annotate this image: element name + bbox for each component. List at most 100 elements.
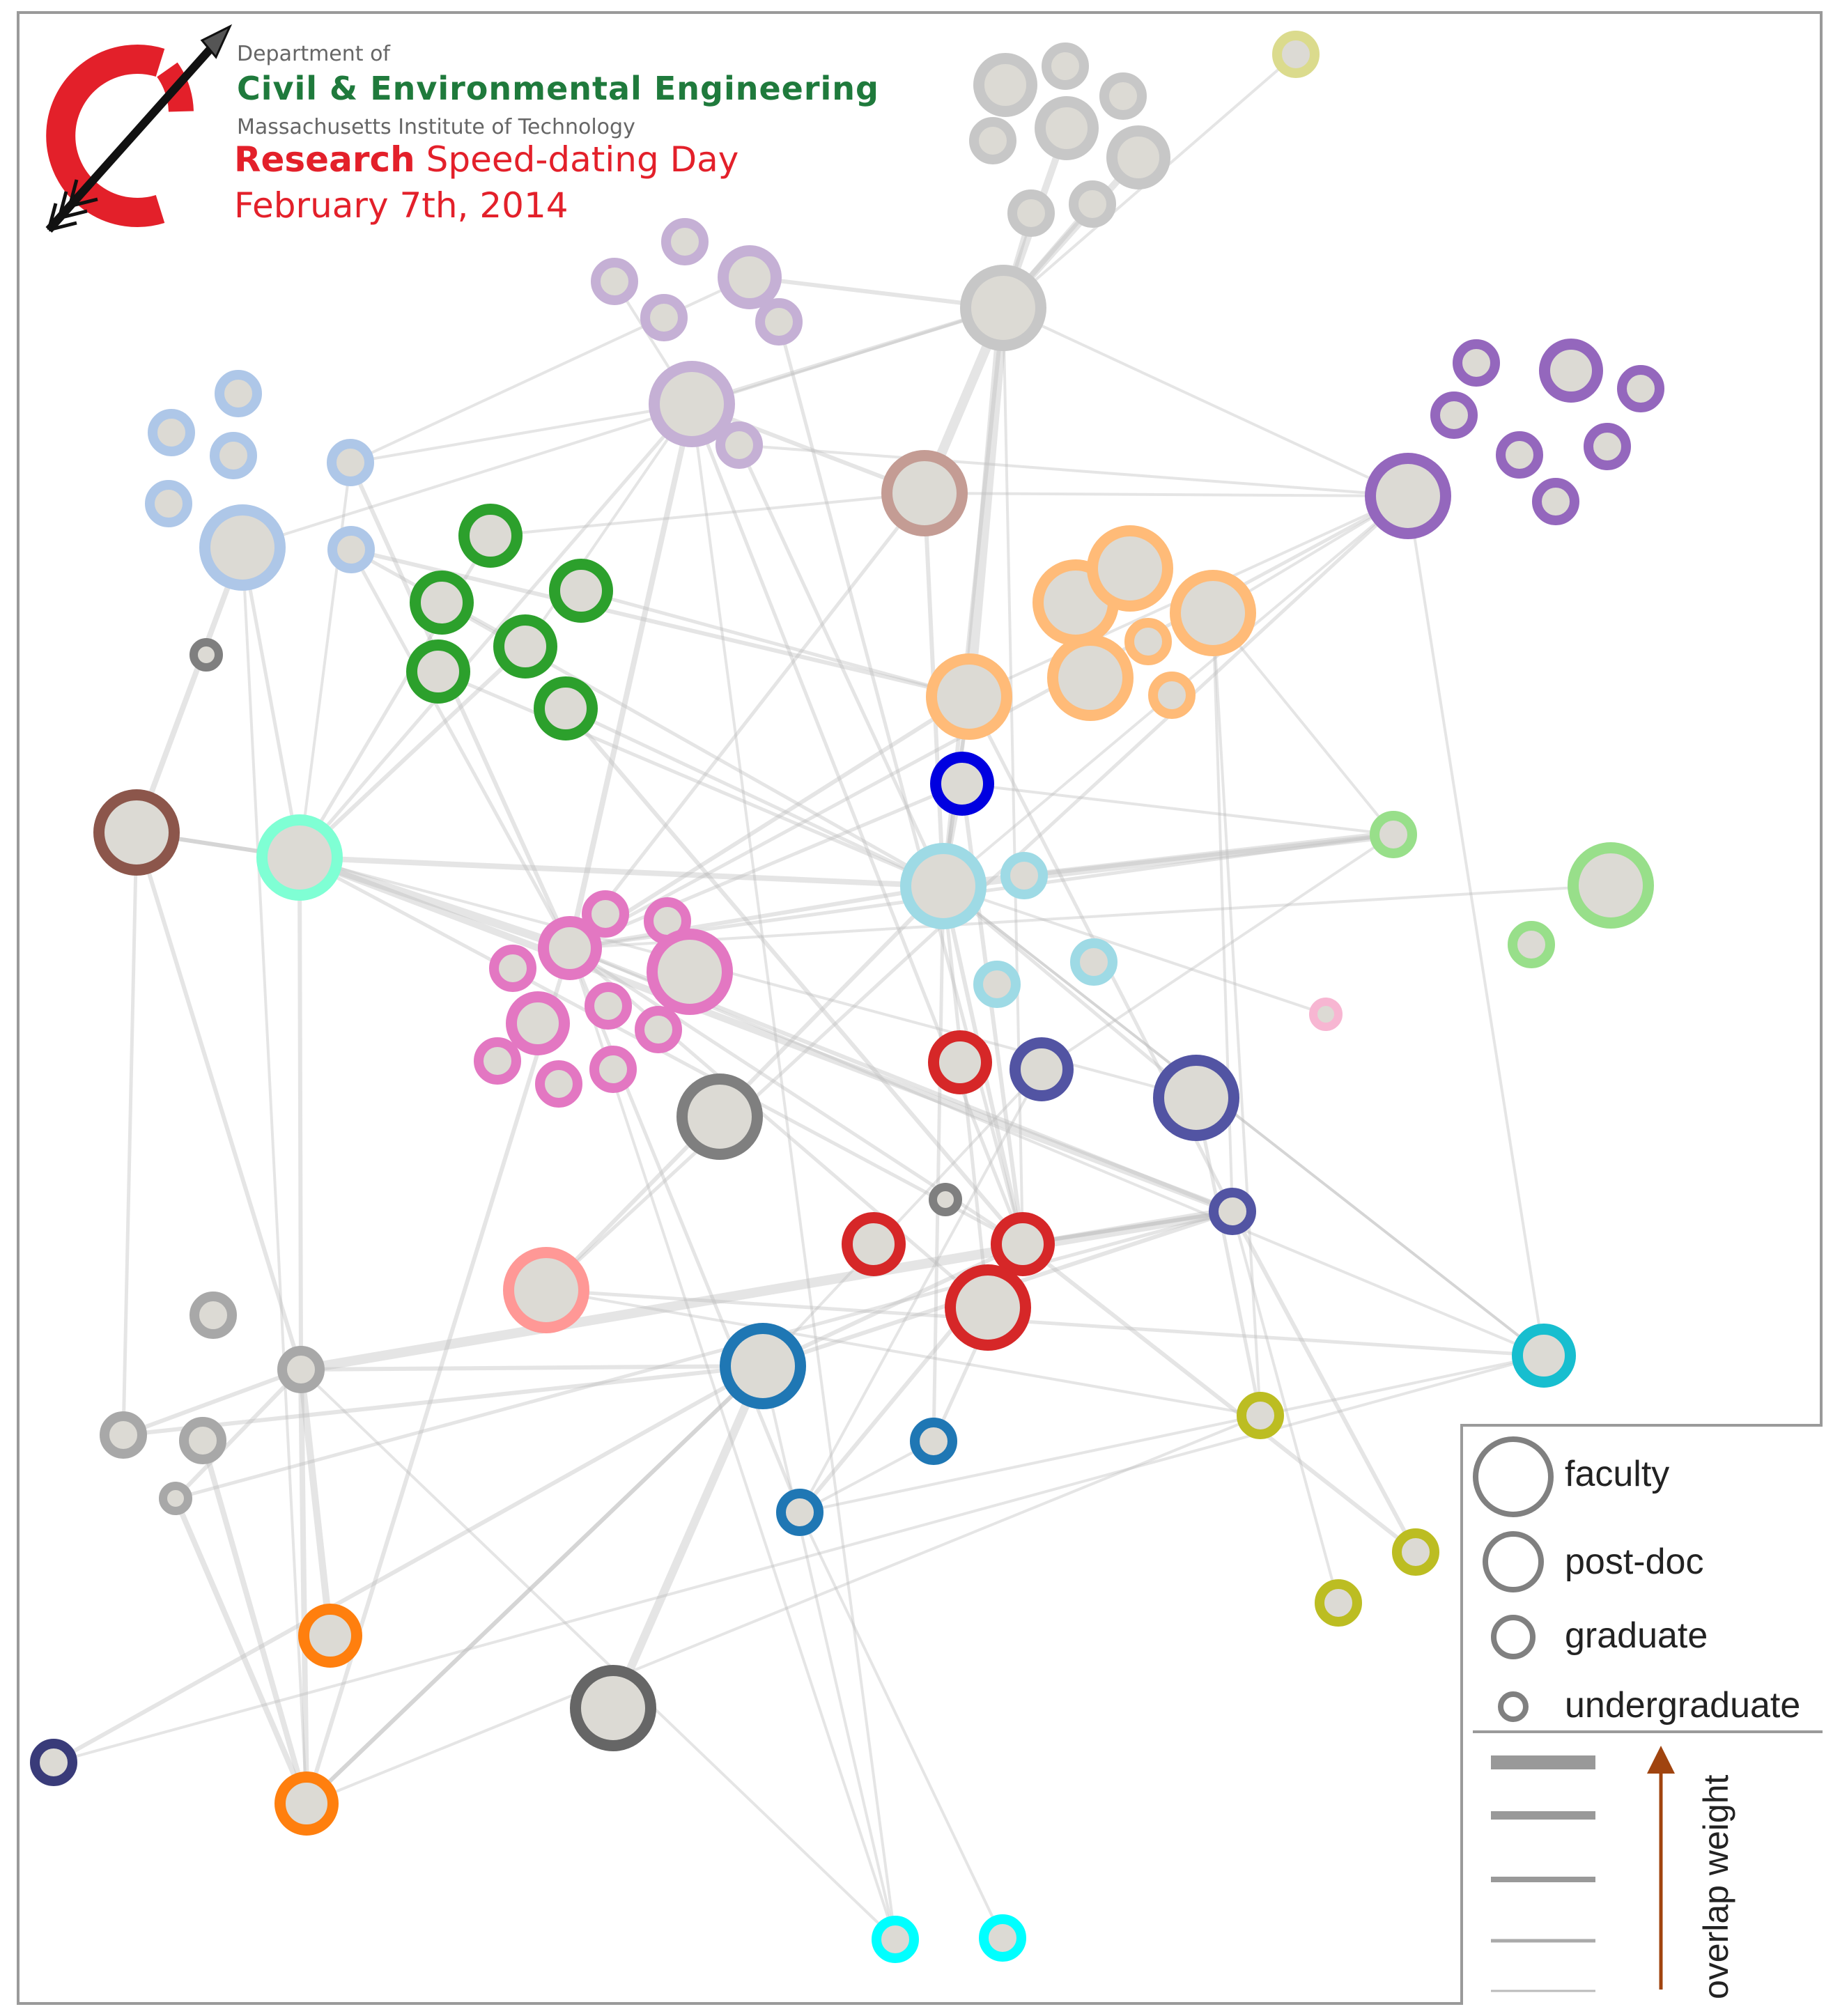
legend: faculty post-doc graduate undergraduate …: [1460, 1424, 1823, 2005]
edge: [297, 402, 694, 860]
graduate-node: [179, 1417, 226, 1464]
edge: [121, 1364, 765, 1437]
graduate-node: [1000, 852, 1048, 899]
post-doc-node: [298, 1604, 362, 1668]
post-doc-node: [1035, 96, 1099, 160]
faculty-node: [1365, 453, 1451, 539]
legend-faculty-label: faculty: [1565, 1454, 1670, 1494]
graduate-node: [1237, 1392, 1284, 1439]
edge: [568, 946, 802, 1514]
post-doc-node: [458, 504, 523, 568]
edge: [798, 1068, 1043, 1514]
post-doc-node: [406, 639, 470, 704]
graduate-node: [585, 982, 632, 1030]
edge: [52, 1364, 765, 1765]
undergraduate-node: [159, 1482, 192, 1515]
edge: [942, 885, 1545, 1357]
edge: [777, 320, 1025, 1246]
graduate-node: [1617, 365, 1664, 412]
edge: [798, 1511, 1004, 1939]
post-doc-node: [842, 1212, 906, 1276]
edge: [609, 1362, 767, 1712]
post-doc-node: [1106, 125, 1170, 189]
graduate-node: [30, 1739, 77, 1786]
faculty-node: [503, 1247, 589, 1333]
undergraduate-node: [190, 638, 223, 672]
legend-overlap-weight-label: overlap weight: [1696, 1774, 1735, 1999]
edge: [942, 885, 1327, 1016]
edge: [200, 1438, 309, 1806]
edge: [304, 1364, 765, 1806]
post-doc-node: [506, 991, 570, 1055]
edge: [52, 1354, 1545, 1764]
edge: [690, 306, 1005, 406]
edge: [1021, 1242, 1418, 1554]
event-date: February 7th, 2014: [234, 185, 569, 226]
edge: [436, 669, 945, 888]
edge-layer: [52, 53, 1612, 1941]
edge: [1040, 833, 1395, 1071]
edge: [1231, 1210, 1340, 1604]
edge: [545, 1289, 1262, 1417]
edge: [568, 695, 971, 950]
edge: [121, 830, 139, 1437]
graduate-node: [582, 890, 629, 938]
edge: [569, 884, 1612, 949]
graduate-node: [661, 218, 709, 265]
graduate-node: [979, 1914, 1026, 1962]
edge: [349, 403, 693, 464]
edge: [923, 492, 1409, 497]
edge: [941, 884, 990, 1310]
edge: [297, 644, 527, 860]
graduate-node: [1042, 42, 1089, 90]
edge: [173, 1367, 303, 1501]
edge: [738, 444, 1409, 497]
graduate-node: [210, 432, 257, 479]
undergraduate-symbol: [1498, 1691, 1529, 1722]
graduate-node: [635, 1006, 682, 1053]
legend-graduate-label: graduate: [1565, 1615, 1708, 1656]
edge: [798, 1440, 935, 1514]
graduate-node: [776, 1489, 823, 1536]
edge: [690, 403, 897, 1941]
edge: [489, 492, 926, 537]
faculty-node: [676, 1073, 763, 1160]
graduate-node: [277, 1346, 325, 1393]
graduate-node: [969, 117, 1016, 164]
edge: [300, 1368, 897, 1941]
node-layer: [30, 31, 1664, 1963]
graduate-node: [640, 294, 688, 341]
post-doc-node: [534, 676, 598, 741]
graduate-node: [1392, 1528, 1439, 1576]
edge: [567, 401, 695, 951]
graduate-node: [755, 298, 803, 346]
faculty-node: [900, 843, 987, 929]
faculty-node: [649, 361, 735, 447]
faculty-node: [945, 1264, 1031, 1351]
edge: [761, 1068, 1043, 1367]
post-doc-node: [493, 614, 557, 679]
edge: [296, 1207, 1237, 1374]
post-doc-node: [538, 916, 602, 980]
faculty-node: [1047, 635, 1134, 721]
graduate-node: [716, 421, 763, 469]
edge: [121, 1367, 303, 1437]
edge: [942, 885, 1545, 1357]
graduate-node: [1315, 1579, 1362, 1627]
edge: [569, 947, 1545, 1357]
edge: [931, 884, 945, 1443]
edge: [305, 1414, 1262, 1805]
post-doc-node: [410, 571, 474, 635]
graduate-node: [910, 1418, 957, 1465]
post-doc-node: [1539, 339, 1603, 403]
undergraduate-node: [929, 1183, 962, 1216]
graduate-node: [489, 945, 536, 992]
graduate-node: [100, 1411, 147, 1459]
edge: [1021, 1209, 1235, 1246]
department-name: Civil & Environmental Engineering: [237, 70, 879, 107]
graduate-node: [327, 439, 374, 486]
edge: [564, 706, 1025, 1246]
legend-undergraduate-label: undergraduate: [1565, 1685, 1801, 1726]
edge: [544, 1288, 1546, 1358]
